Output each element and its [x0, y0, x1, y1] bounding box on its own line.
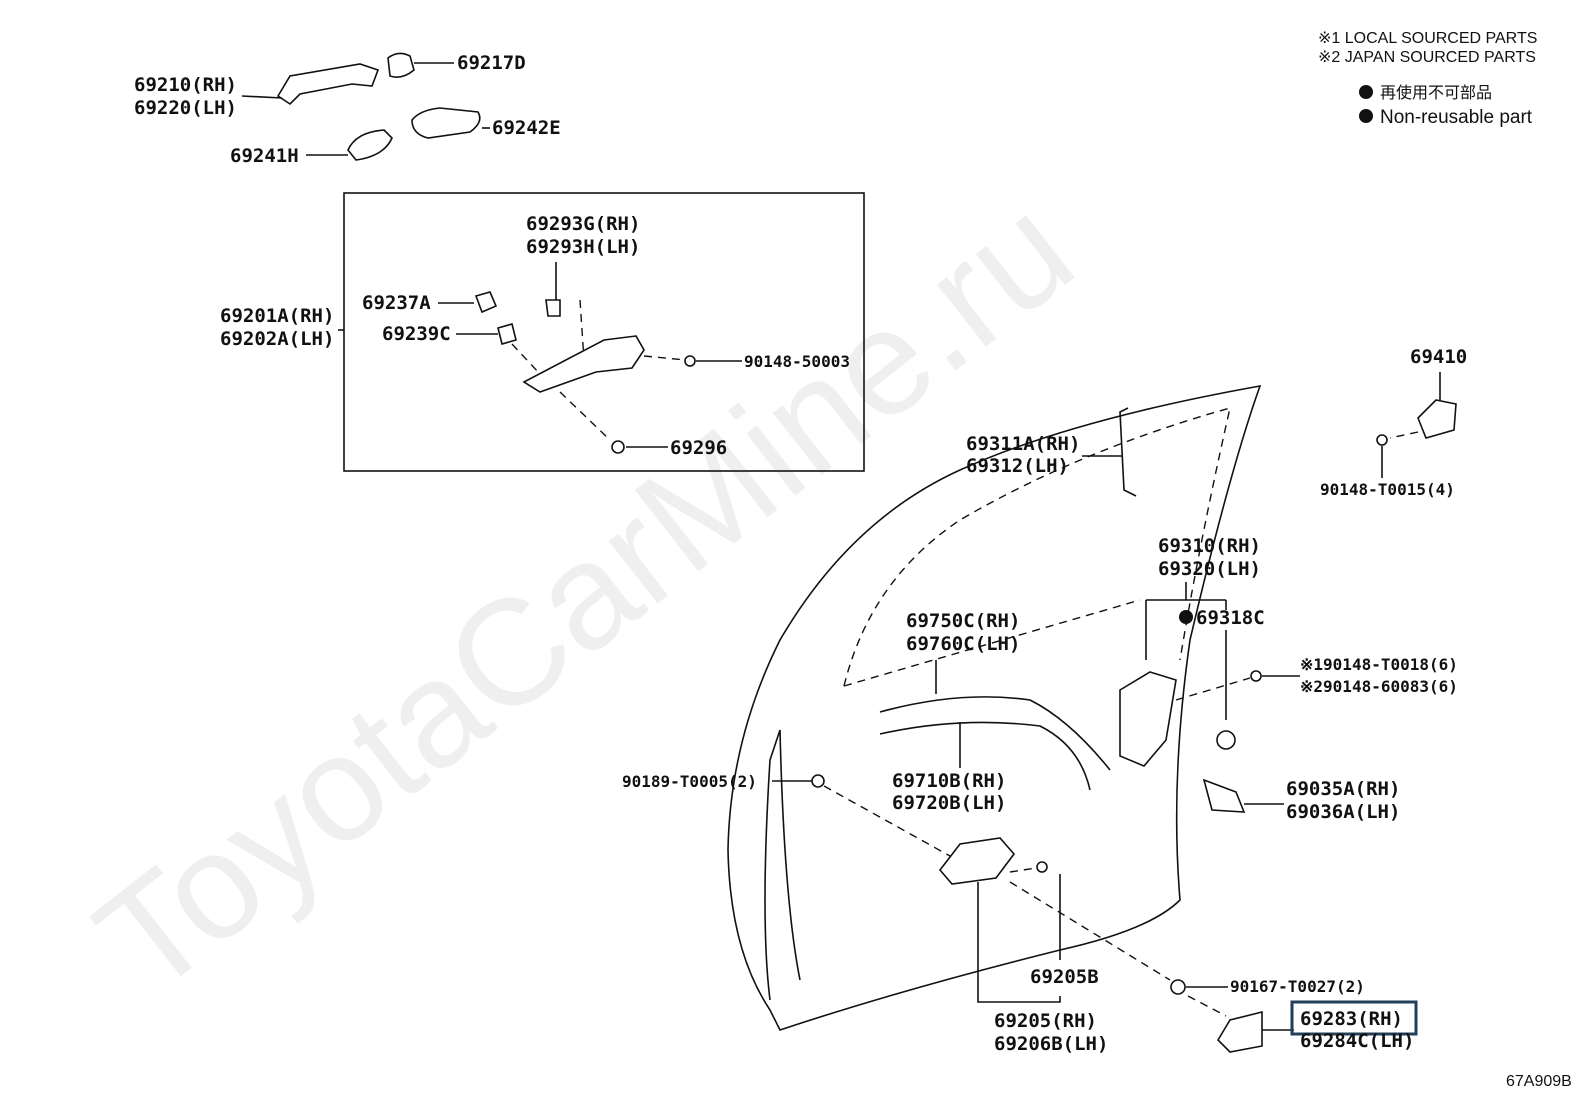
label-69410: 69410 — [1410, 346, 1467, 368]
bolt-part — [1376, 434, 1388, 446]
label-90189-T0005: 90189-T0005(2) — [622, 772, 757, 791]
label-69239C: 69239C — [382, 323, 451, 345]
frame-assembly-box — [343, 192, 865, 472]
cable-part — [879, 696, 1111, 771]
door-panel-outline — [727, 384, 1262, 1031]
label-69760C: 69760C(LH) — [906, 633, 1020, 655]
label-69310: 69310(RH) — [1158, 535, 1261, 557]
label-69217D: 69217D — [457, 52, 526, 74]
handle-pad-part — [411, 107, 481, 139]
non-reusable-dot-icon — [1179, 610, 1193, 624]
label-69293G: 69293G(RH) — [526, 213, 640, 235]
label-69206B: 69206B(LH) — [994, 1033, 1108, 1055]
bracket-part — [1202, 778, 1246, 813]
inside-handle-part — [938, 837, 1016, 885]
clip-part — [811, 774, 825, 788]
label-69311A: 69311A(RH) — [966, 433, 1080, 455]
label-90148-60083: ※290148-60083(6) — [1300, 677, 1458, 696]
label-69283[interactable]: 69283(RH) — [1300, 1008, 1403, 1030]
door-edge-outline — [764, 729, 801, 1001]
highlight-box[interactable] — [1290, 1000, 1418, 1036]
label-69318C: 69318C — [1196, 607, 1265, 629]
non-reusable-dot-icon — [1359, 85, 1373, 99]
label-69312: 69312(LH) — [966, 455, 1069, 477]
label-69205: 69205(RH) — [994, 1010, 1097, 1032]
door-lock-part — [1119, 671, 1177, 767]
washer-part — [1216, 730, 1236, 750]
non-reusable-dot-icon — [1359, 109, 1373, 123]
label-69036A: 69036A(LH) — [1286, 801, 1400, 823]
label-69293H: 69293H(LH) — [526, 236, 640, 258]
label-69201A: 69201A(RH) — [220, 305, 334, 327]
label-69320: 69320(LH) — [1158, 558, 1261, 580]
label-69750C: 69750C(RH) — [906, 610, 1020, 632]
label-69241H: 69241H — [230, 145, 299, 167]
seal-part — [474, 291, 498, 314]
label-90167-T0027: 90167-T0027(2) — [1230, 977, 1365, 996]
window-frame-outline — [843, 407, 1231, 687]
label-69720B: 69720B(LH) — [892, 792, 1006, 814]
label-69035A: 69035A(RH) — [1286, 778, 1400, 800]
outside-handle-part — [276, 63, 380, 106]
screw-part — [611, 440, 625, 454]
watermark: ToyotaCarMine.ru — [66, 164, 1102, 1025]
label-90148-T0018: ※190148-T0018(6) — [1300, 655, 1458, 674]
screw-part — [1036, 861, 1048, 873]
cable-part — [879, 721, 1091, 791]
legend-japan-sourced: ※2 JAPAN SOURCED PARTS — [1318, 49, 1536, 66]
bolt-part — [684, 355, 696, 367]
striker-part — [1417, 399, 1457, 439]
screw-part — [1170, 979, 1186, 995]
label-69205B: 69205B — [1030, 966, 1099, 988]
label-69296: 69296 — [670, 437, 727, 459]
clip-part — [545, 299, 561, 317]
label-69237A: 69237A — [362, 292, 431, 314]
label-69242E: 69242E — [492, 117, 561, 139]
lock-rod-part — [1119, 407, 1137, 497]
handle-frame-part — [522, 335, 645, 393]
diagram-code: 67A909B — [1506, 1073, 1572, 1090]
screw-part — [1250, 670, 1262, 682]
seal-part — [497, 323, 517, 345]
handle-gasket-part — [347, 129, 393, 161]
label-69710B: 69710B(RH) — [892, 770, 1006, 792]
label-69202A: 69202A(LH) — [220, 328, 334, 350]
label-69284C: 69284C(LH) — [1300, 1030, 1414, 1052]
label-69210: 69210(RH) — [134, 74, 237, 96]
door-cover-part — [1216, 1010, 1263, 1053]
legend-local-sourced: ※1 LOCAL SOURCED PARTS — [1318, 30, 1537, 47]
legend-nonreusable-en: Non-reusable part — [1380, 107, 1533, 128]
label-90148-T0015: 90148-T0015(4) — [1320, 480, 1455, 499]
label-90148-50003: 90148-50003 — [744, 352, 850, 371]
legend-nonreusable-jp: 再使用不可部品 — [1380, 84, 1492, 102]
handle-cap-part — [387, 52, 415, 78]
label-69220: 69220(LH) — [134, 97, 237, 119]
